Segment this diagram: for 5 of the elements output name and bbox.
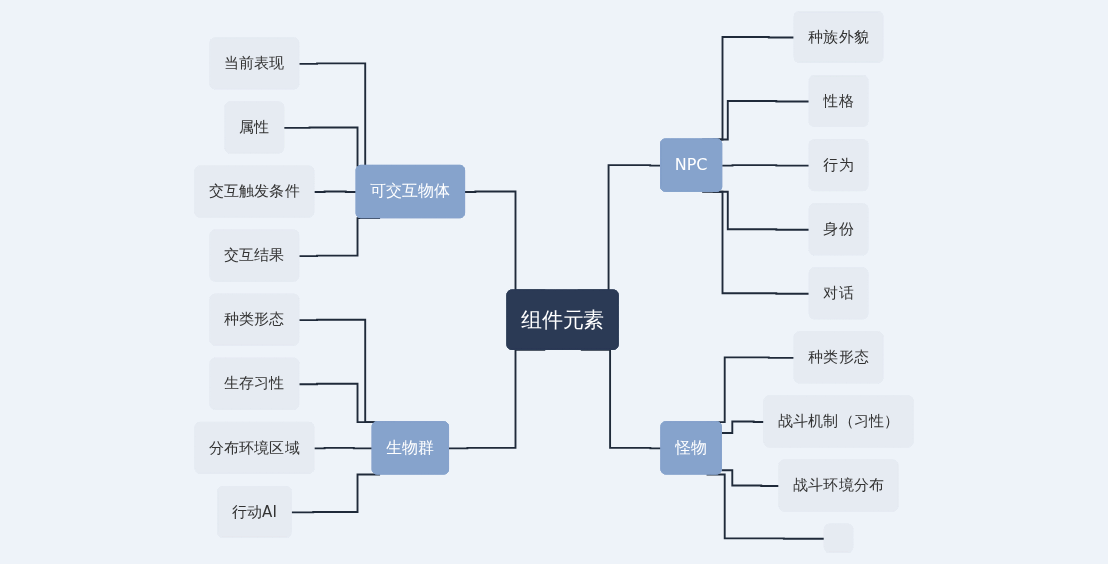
connector <box>720 420 766 434</box>
connector <box>720 469 781 487</box>
connector <box>313 190 358 193</box>
connector <box>313 446 374 450</box>
connector <box>721 164 811 167</box>
